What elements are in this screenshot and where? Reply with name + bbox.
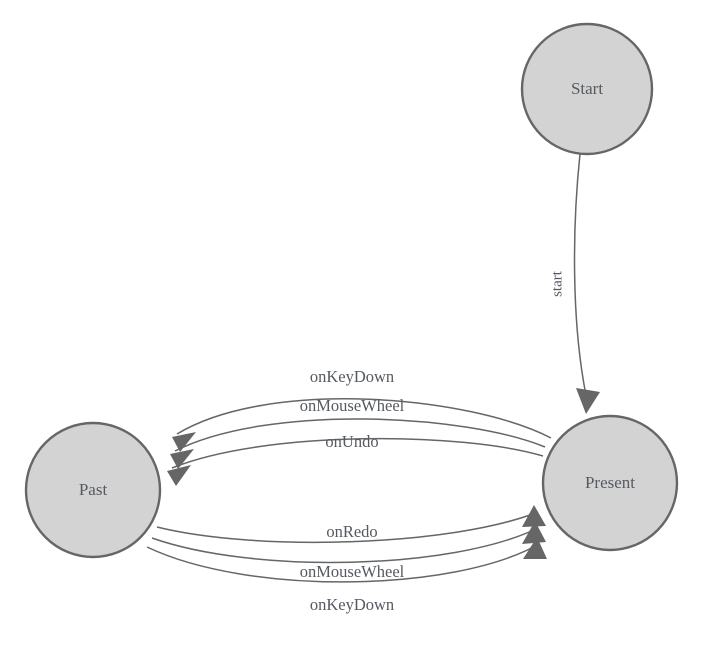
node-present-label: Present — [585, 473, 635, 492]
edge-onundo-path — [171, 437, 544, 469]
edge-onredo-path — [156, 511, 539, 544]
edge-onredo[interactable]: onRedo — [156, 505, 546, 544]
edge-onmousewheel-redo[interactable]: onMouseWheel — [151, 521, 546, 581]
edge-onundo-label: onUndo — [325, 432, 378, 451]
node-present[interactable]: Present — [541, 414, 679, 552]
node-start[interactable]: Start — [520, 22, 654, 156]
node-past-circle — [24, 421, 162, 559]
edge-onredo-arrowhead — [522, 505, 546, 527]
edge-onmousewheel-undo-label: onMouseWheel — [300, 396, 405, 415]
edge-onkeydown-undo-path — [176, 398, 552, 439]
edge-onkeydown-redo-arrowhead — [523, 537, 547, 559]
edge-onmousewheel-redo-arrowhead — [522, 521, 546, 544]
edge-onkeydown-undo-label: onKeyDown — [310, 367, 394, 386]
edge-onmousewheel-redo-label: onMouseWheel — [300, 562, 405, 581]
edge-onundo[interactable]: onUndo — [167, 432, 544, 486]
edge-onundo-arrowhead — [167, 465, 191, 486]
edge-onmousewheel-undo-path — [174, 418, 546, 452]
node-start-label: Start — [571, 79, 603, 98]
edge-onkeydown-undo[interactable]: onKeyDown — [172, 367, 552, 452]
edge-start-path — [573, 153, 586, 391]
edge-onmousewheel-redo-path — [151, 527, 539, 564]
edge-onmousewheel-undo-arrowhead — [170, 449, 194, 469]
edge-onkeydown-redo-label: onKeyDown — [310, 595, 394, 614]
node-past-label: Past — [79, 480, 108, 499]
edge-start[interactable]: start — [549, 153, 600, 414]
edge-onkeydown-undo-arrowhead — [172, 432, 196, 452]
edge-start-label: start — [549, 270, 565, 297]
edge-onkeydown-redo-path — [146, 543, 540, 583]
edge-onredo-label: onRedo — [326, 522, 377, 541]
node-present-circle — [541, 414, 679, 552]
node-past[interactable]: Past — [24, 421, 162, 559]
edge-start-arrowhead — [576, 388, 600, 414]
edge-onmousewheel-undo[interactable]: onMouseWheel — [170, 396, 546, 469]
edge-onkeydown-redo[interactable]: onKeyDown — [146, 537, 547, 614]
node-start-circle — [520, 22, 654, 156]
